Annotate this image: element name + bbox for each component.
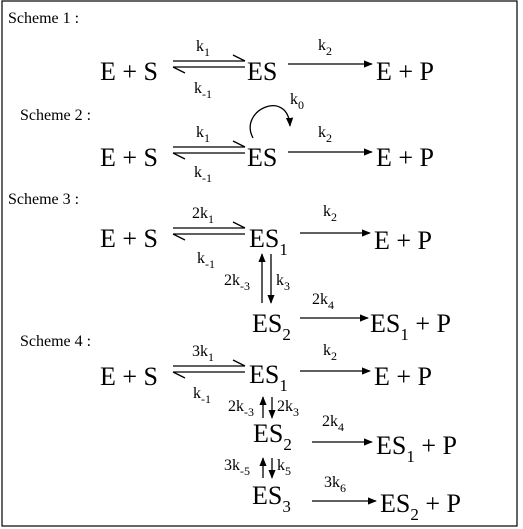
- scheme-1-k-catalytic: k2: [318, 37, 332, 58]
- scheme-4-es1: ES1: [249, 360, 288, 395]
- scheme-4: Scheme 4 : E + S 3k1 k-1 ES1 k2 E + P 2k…: [20, 333, 461, 524]
- scheme-4-es2: ES2: [253, 419, 292, 454]
- scheme-1-label: Scheme 1 :: [8, 10, 79, 27]
- scheme-4-forward-arrowhead: [232, 359, 246, 367]
- scheme-3-k-forward: 2k1: [192, 205, 214, 226]
- scheme-4-k-down-23: k5: [277, 457, 291, 478]
- scheme-2-self-loop-arrow: [249, 105, 294, 139]
- scheme-4-reverse-arrowhead: [172, 371, 186, 379]
- scheme-4-product: E + P: [374, 362, 432, 391]
- scheme-3-es2-product: ES1 + P: [370, 309, 451, 344]
- scheme-2-k-catalytic: k2: [318, 124, 332, 145]
- scheme-4-k-up-12: 2k-3: [228, 398, 254, 419]
- scheme-4-k-reverse: k-1: [193, 385, 211, 406]
- scheme-2-k-loop: k0: [290, 91, 304, 112]
- scheme-1: Scheme 1 : E + S k1 k-1 ES k2 E + P: [8, 10, 434, 101]
- scheme-2-k-reverse: k-1: [194, 164, 212, 185]
- scheme-1-intermediate: ES: [247, 57, 277, 86]
- scheme-4-es3: ES3: [252, 481, 291, 516]
- scheme-1-product: E + P: [376, 57, 434, 86]
- scheme-2-k-forward: k1: [196, 124, 210, 145]
- scheme-3-k-catalytic: k2: [323, 203, 337, 224]
- scheme-4-es3-product: ES2 + P: [380, 489, 461, 524]
- scheme-3-lhs: E + S: [100, 224, 158, 253]
- scheme-4-lhs: E + S: [100, 362, 158, 391]
- scheme-2-forward-arrowhead: [232, 140, 246, 148]
- scheme-1-k-reverse: k-1: [194, 80, 212, 101]
- scheme-2-intermediate: ES: [247, 143, 277, 172]
- scheme-3-forward-arrowhead: [232, 221, 246, 229]
- scheme-4-es2-product: ES1 + P: [376, 431, 457, 466]
- scheme-2: Scheme 2 : E + S k1 k-1 ES k0 k2 E + P: [20, 91, 434, 185]
- scheme-4-k-catalytic: k2: [323, 342, 337, 363]
- scheme-3-es1: ES1: [249, 224, 288, 259]
- scheme-4-label: Scheme 4 :: [20, 333, 91, 350]
- scheme-3: Scheme 3 : E + S 2k1 k-1 ES1 k2 E + P 2k…: [8, 191, 451, 344]
- scheme-2-product: E + P: [376, 143, 434, 172]
- scheme-1-reverse-arrowhead: [172, 66, 186, 74]
- scheme-4-k-down-12: 2k3: [277, 398, 299, 419]
- scheme-2-label: Scheme 2 :: [20, 107, 91, 124]
- scheme-4-k-es2: 2k4: [322, 413, 344, 434]
- scheme-2-lhs: E + S: [100, 143, 158, 172]
- scheme-2-reverse-arrowhead: [172, 152, 186, 160]
- scheme-1-k-forward: k1: [196, 38, 210, 59]
- scheme-1-forward-arrowhead: [232, 54, 246, 62]
- scheme-3-product: E + P: [374, 226, 432, 255]
- scheme-1-lhs: E + S: [100, 57, 158, 86]
- scheme-3-k-es2: 2k4: [312, 291, 334, 312]
- scheme-3-es2: ES2: [252, 309, 291, 344]
- scheme-3-k-down: k3: [276, 272, 290, 293]
- scheme-3-k-up: 2k-3: [224, 272, 250, 293]
- scheme-3-reverse-arrowhead: [172, 233, 186, 241]
- scheme-3-label: Scheme 3 :: [8, 191, 79, 208]
- scheme-3-k-reverse: k-1: [197, 250, 215, 271]
- scheme-4-k-es3: 3k6: [324, 474, 346, 495]
- scheme-4-k-forward: 3k1: [192, 343, 214, 364]
- scheme-4-k-up-23: 3k-5: [224, 457, 250, 478]
